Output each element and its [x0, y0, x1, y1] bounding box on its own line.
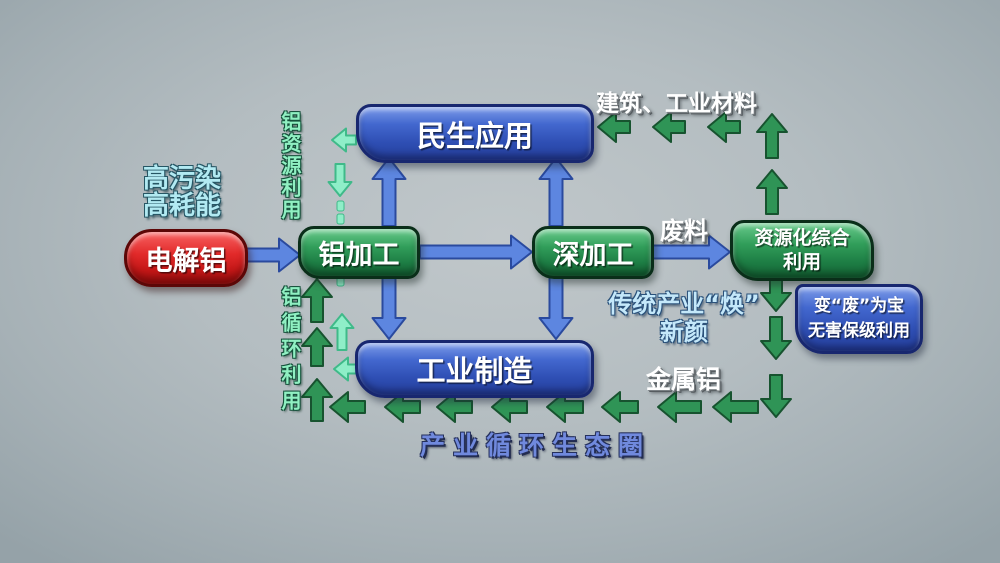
arrow-down-mint-icon — [327, 163, 353, 197]
arrow-down-green-icon — [760, 279, 792, 312]
label-metallic-aluminum: 金属铝 — [646, 365, 722, 394]
node-livelihood-applications: 民生应用 — [356, 104, 594, 163]
node-waste-to-treasure: 变“废”为宝 无害保级利用 — [795, 284, 923, 354]
node-electrolytic-aluminum-label: 电解铝 — [145, 245, 227, 277]
arrow-right-blue-icon — [245, 237, 301, 273]
node-waste-to-treasure-line1: 变“废”为宝 — [813, 296, 905, 317]
arrow-down-blue-icon — [371, 272, 407, 340]
node-electrolytic-aluminum: 电解铝 — [124, 229, 248, 287]
arrow-left-green-icon — [329, 391, 366, 423]
label-aluminum-recycling: 铝循环利用 — [278, 286, 302, 416]
label-traditional-industry: 传统产业“焕” 新颜 — [602, 290, 766, 346]
arrow-down-blue-icon — [538, 272, 574, 340]
arrow-right-blue-icon — [649, 234, 731, 270]
label-high-pollution: 高污染 — [143, 164, 222, 194]
label-industry-circular-ecosystem: 产业循环生态圈 — [420, 431, 652, 460]
arrow-up-green-icon — [756, 113, 788, 159]
node-deep-processing-label: 深加工 — [552, 240, 634, 271]
node-industrial-manufacturing: 工业制造 — [355, 340, 594, 398]
arrow-up-green-icon — [756, 169, 788, 215]
arrow-left-green-icon — [601, 391, 639, 423]
label-aluminum-resource-use: 铝资源利用 — [278, 111, 302, 221]
arrow-left-green-icon — [712, 391, 759, 423]
node-aluminum-processing-label: 铝加工 — [318, 240, 400, 271]
node-industrial-manufacturing-label: 工业制造 — [416, 354, 533, 388]
arrow-left-green-icon — [597, 111, 631, 143]
arrow-down-green-icon — [760, 316, 792, 360]
arrow-left-green-icon — [652, 111, 686, 143]
arrow-left-green-icon — [707, 111, 741, 143]
node-aluminum-processing: 铝加工 — [298, 226, 420, 279]
label-traditional-industry-line2: 新颜 — [660, 317, 708, 346]
label-traditional-industry-line1: 传统产业“焕” — [608, 290, 760, 318]
label-high-pollution-block: 高污染 高耗能 — [143, 164, 222, 222]
arrow-up-green-icon — [301, 278, 333, 323]
arrow-up-blue-icon — [371, 157, 407, 227]
arrow-up-green-icon — [301, 327, 333, 367]
arrow-up-green-icon — [301, 378, 333, 422]
label-high-energy: 高耗能 — [143, 191, 222, 222]
label-waste-material: 废料 — [660, 217, 708, 245]
arrow-left-green-icon — [384, 391, 421, 423]
node-deep-processing: 深加工 — [532, 226, 654, 279]
dashed-line-segment-icon — [336, 213, 345, 225]
arrow-left-green-icon — [546, 391, 584, 423]
node-resource-utilization-line2: 利用 — [782, 250, 821, 273]
node-resource-utilization: 资源化综合 利用 — [730, 220, 874, 281]
node-waste-to-treasure-line2: 无害保级利用 — [808, 321, 910, 341]
label-construction-materials: 建筑、工业材料 — [596, 91, 757, 117]
arrow-left-mint-icon — [331, 127, 357, 153]
arrow-up-blue-icon — [538, 157, 574, 227]
node-resource-utilization-line1: 资源化综合 — [754, 226, 850, 249]
arrow-left-green-icon — [657, 391, 702, 423]
dashed-line-segment-icon — [336, 200, 345, 212]
arrow-left-green-icon — [491, 391, 528, 423]
arrow-right-blue-icon — [419, 234, 533, 270]
arrow-down-green-icon — [760, 374, 792, 418]
node-livelihood-applications-label: 民生应用 — [416, 118, 533, 153]
arrow-left-green-icon — [436, 391, 473, 423]
arrow-up-mint-icon — [329, 313, 355, 351]
